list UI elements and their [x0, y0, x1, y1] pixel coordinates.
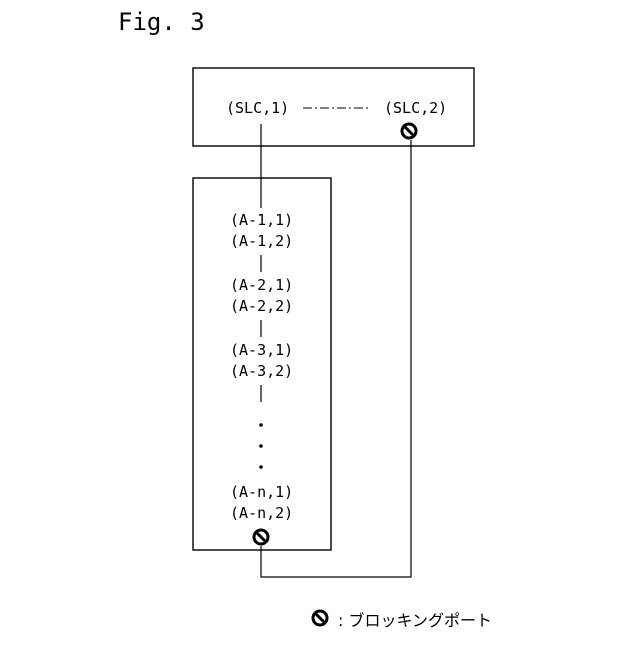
legend-separator: : — [338, 611, 343, 630]
node-an-port-2-label: (A-n,2) — [230, 504, 293, 522]
node-an-port-1-label: (A-n,1) — [230, 483, 293, 501]
ellipsis-dot — [259, 444, 263, 448]
node-a3-port-2-label: (A-3,2) — [230, 362, 293, 380]
ellipsis-dot — [259, 465, 263, 469]
node-a3-port-1-label: (A-3,1) — [230, 341, 293, 359]
blocking-port-icon — [254, 530, 268, 544]
slc-port-1-label: (SLC,1) — [226, 99, 289, 117]
ellipsis-dot — [259, 423, 263, 427]
legend: : ブロッキングポート — [338, 607, 492, 631]
node-a1-port-2-label: (A-1,2) — [230, 232, 293, 250]
blocking-port-icon — [402, 124, 416, 138]
node-a2-port-1-label: (A-2,1) — [230, 276, 293, 294]
legend-text: ブロッキングポート — [348, 611, 492, 630]
node-a2-port-2-label: (A-2,2) — [230, 297, 293, 315]
legend-blocking-port-icon — [313, 611, 327, 625]
figure-title: Fig. 3 — [118, 8, 205, 36]
node-a1-port-1-label: (A-1,1) — [230, 211, 293, 229]
slc-port-2-label: (SLC,2) — [384, 99, 447, 117]
